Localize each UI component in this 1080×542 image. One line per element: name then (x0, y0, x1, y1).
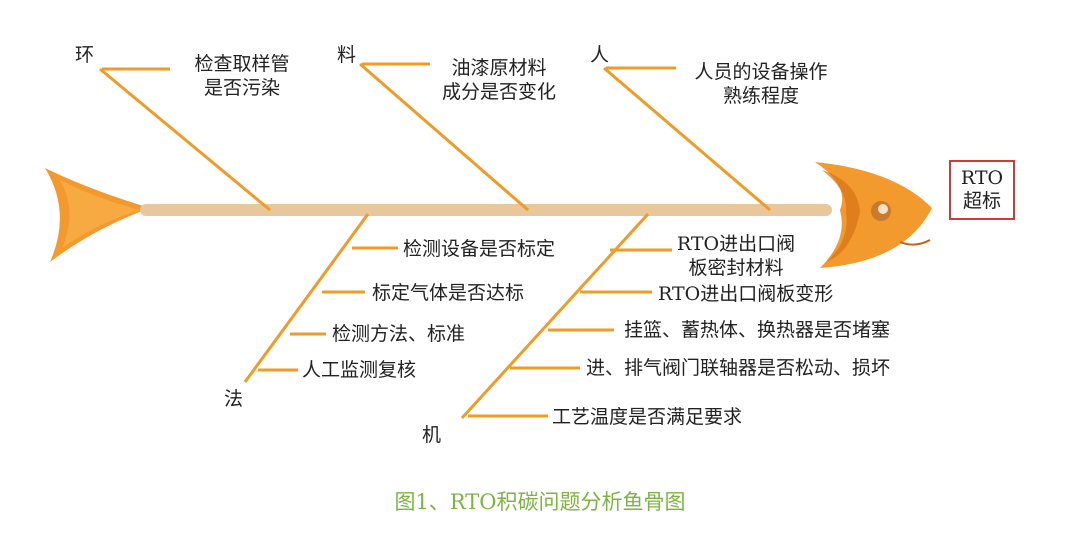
cause-machine-2: RTO进出口阀板变形 (658, 282, 833, 306)
category-machine: 机 (422, 420, 441, 447)
cause-material: 油漆原材料 成分是否变化 (424, 56, 574, 104)
cause-machine-5: 工艺温度是否满足要求 (552, 405, 742, 429)
category-environment: 环 (75, 40, 94, 67)
cause-people-line2: 熟练程度 (672, 84, 850, 108)
cause-machine-3: 挂篮、蓄热体、换热器是否堵塞 (624, 318, 890, 342)
cause-method-2: 标定气体是否达标 (372, 281, 524, 305)
cause-machine-1-line1: RTO进出口阀 (676, 232, 796, 256)
cause-method-1: 检测设备是否标定 (403, 237, 555, 261)
cause-environment-line1: 检查取样管 (178, 52, 306, 76)
effect-box: RTO 超标 (949, 160, 1015, 220)
fish-spine (140, 204, 832, 216)
effect-line2: 超标 (963, 190, 1001, 213)
cause-environment: 检查取样管 是否污染 (178, 52, 306, 100)
cause-material-line2: 成分是否变化 (424, 80, 574, 104)
cause-method-4: 人工监测复核 (302, 358, 416, 382)
cause-machine-1-line2: 板密封材料 (676, 256, 796, 280)
cause-environment-line2: 是否污染 (178, 76, 306, 100)
cause-machine-1: RTO进出口阀 板密封材料 (676, 232, 796, 280)
effect-line1: RTO (961, 167, 1003, 190)
cause-machine-4: 进、排气阀门联轴器是否松动、损坏 (586, 356, 890, 380)
cause-people: 人员的设备操作 熟练程度 (672, 60, 850, 108)
figure-caption: 图1、RTO积碳问题分析鱼骨图 (0, 486, 1080, 516)
cause-material-line1: 油漆原材料 (424, 56, 574, 80)
category-material: 料 (337, 40, 356, 67)
category-method: 法 (224, 384, 243, 411)
category-people: 人 (590, 40, 609, 67)
cause-people-line1: 人员的设备操作 (672, 60, 850, 84)
cause-method-3: 检测方法、标准 (332, 322, 465, 346)
